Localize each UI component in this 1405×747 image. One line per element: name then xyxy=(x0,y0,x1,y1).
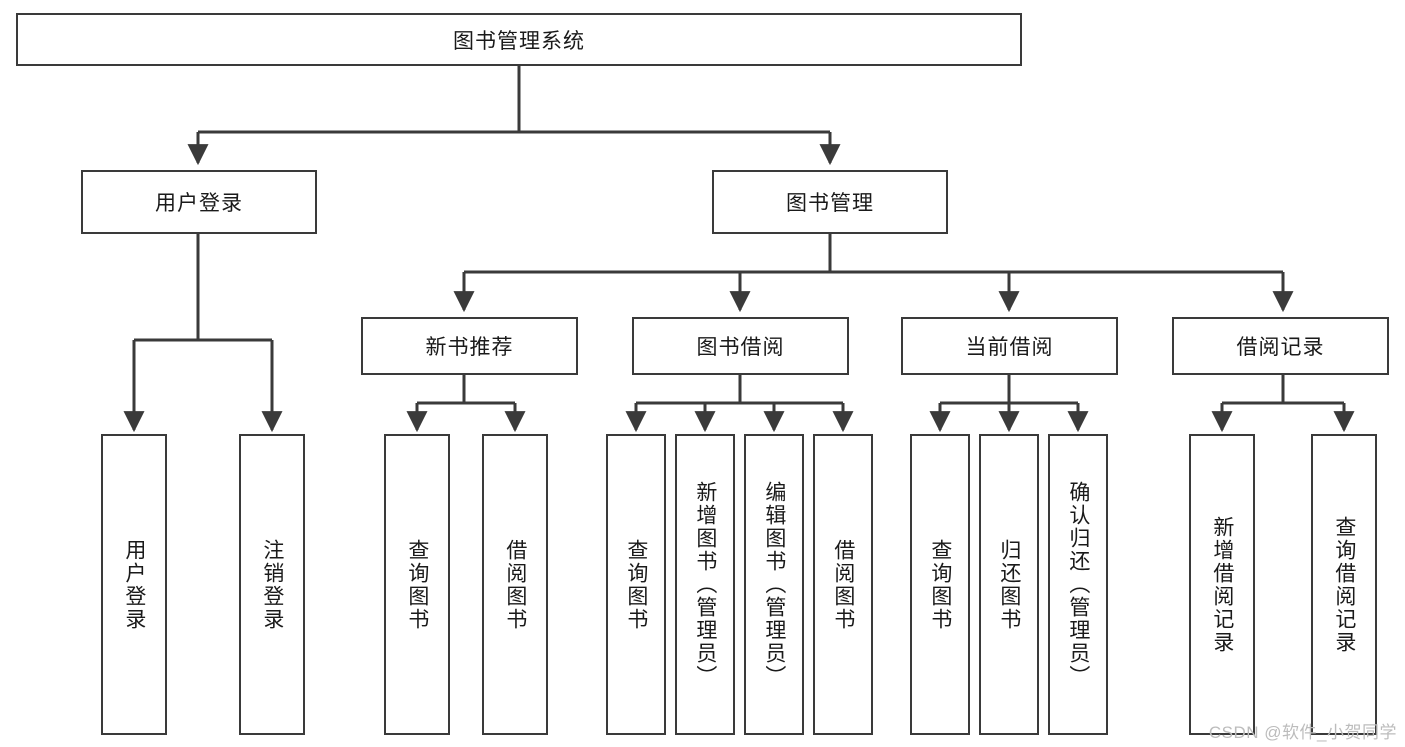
node-leaf-add-book-label: 新增图书（管理员） xyxy=(693,481,717,688)
node-leaf-user-login[interactable]: 用户登录 xyxy=(101,434,167,735)
node-leaf-edit-book-label: 编辑图书（管理员） xyxy=(762,481,786,688)
node-leaf-borrow-book-2-label: 借阅图书 xyxy=(831,538,855,631)
node-leaf-query-book-1[interactable]: 查询图书 xyxy=(384,434,450,735)
node-leaf-logout-login[interactable]: 注销登录 xyxy=(239,434,305,735)
watermark-text: CSDN @软件_小贺同学 xyxy=(1208,723,1397,742)
node-book-borrow[interactable]: 图书借阅 xyxy=(632,317,849,375)
node-leaf-query-book-2[interactable]: 查询图书 xyxy=(606,434,666,735)
node-book-borrow-label: 图书借阅 xyxy=(696,336,785,359)
node-leaf-query-book-3[interactable]: 查询图书 xyxy=(910,434,970,735)
node-leaf-borrow-book-1-label: 借阅图书 xyxy=(503,538,527,631)
node-leaf-edit-book[interactable]: 编辑图书（管理员） xyxy=(744,434,804,735)
node-leaf-confirm-return-label: 确认归还（管理员） xyxy=(1066,481,1090,688)
node-new-book-recommend-label: 新书推荐 xyxy=(425,336,514,359)
node-book-management[interactable]: 图书管理 xyxy=(712,170,948,234)
node-leaf-confirm-return[interactable]: 确认归还（管理员） xyxy=(1048,434,1108,735)
node-leaf-query-record-label: 查询借阅记录 xyxy=(1332,515,1356,654)
node-user-login[interactable]: 用户登录 xyxy=(81,170,317,234)
node-leaf-logout-login-label: 注销登录 xyxy=(260,538,284,631)
node-leaf-user-login-label: 用户登录 xyxy=(122,538,146,631)
node-root[interactable]: 图书管理系统 xyxy=(16,13,1022,66)
node-root-label: 图书管理系统 xyxy=(453,29,585,53)
node-current-borrow-label: 当前借阅 xyxy=(965,336,1054,359)
node-leaf-borrow-book-2[interactable]: 借阅图书 xyxy=(813,434,873,735)
node-leaf-add-book[interactable]: 新增图书（管理员） xyxy=(675,434,735,735)
node-current-borrow[interactable]: 当前借阅 xyxy=(901,317,1118,375)
node-leaf-query-book-1-label: 查询图书 xyxy=(405,538,429,631)
node-new-book-recommend[interactable]: 新书推荐 xyxy=(361,317,578,375)
node-leaf-add-record-label: 新增借阅记录 xyxy=(1210,515,1234,654)
node-book-management-label: 图书管理 xyxy=(786,192,874,215)
node-leaf-query-book-3-label: 查询图书 xyxy=(928,538,952,631)
node-leaf-query-book-2-label: 查询图书 xyxy=(624,538,648,631)
node-borrow-record-label: 借阅记录 xyxy=(1236,336,1325,359)
node-borrow-record[interactable]: 借阅记录 xyxy=(1172,317,1389,375)
node-leaf-add-record[interactable]: 新增借阅记录 xyxy=(1189,434,1255,735)
node-leaf-borrow-book-1[interactable]: 借阅图书 xyxy=(482,434,548,735)
node-user-login-label: 用户登录 xyxy=(155,192,243,215)
node-leaf-query-record[interactable]: 查询借阅记录 xyxy=(1311,434,1377,735)
node-leaf-return-book[interactable]: 归还图书 xyxy=(979,434,1039,735)
node-leaf-return-book-label: 归还图书 xyxy=(997,538,1021,631)
